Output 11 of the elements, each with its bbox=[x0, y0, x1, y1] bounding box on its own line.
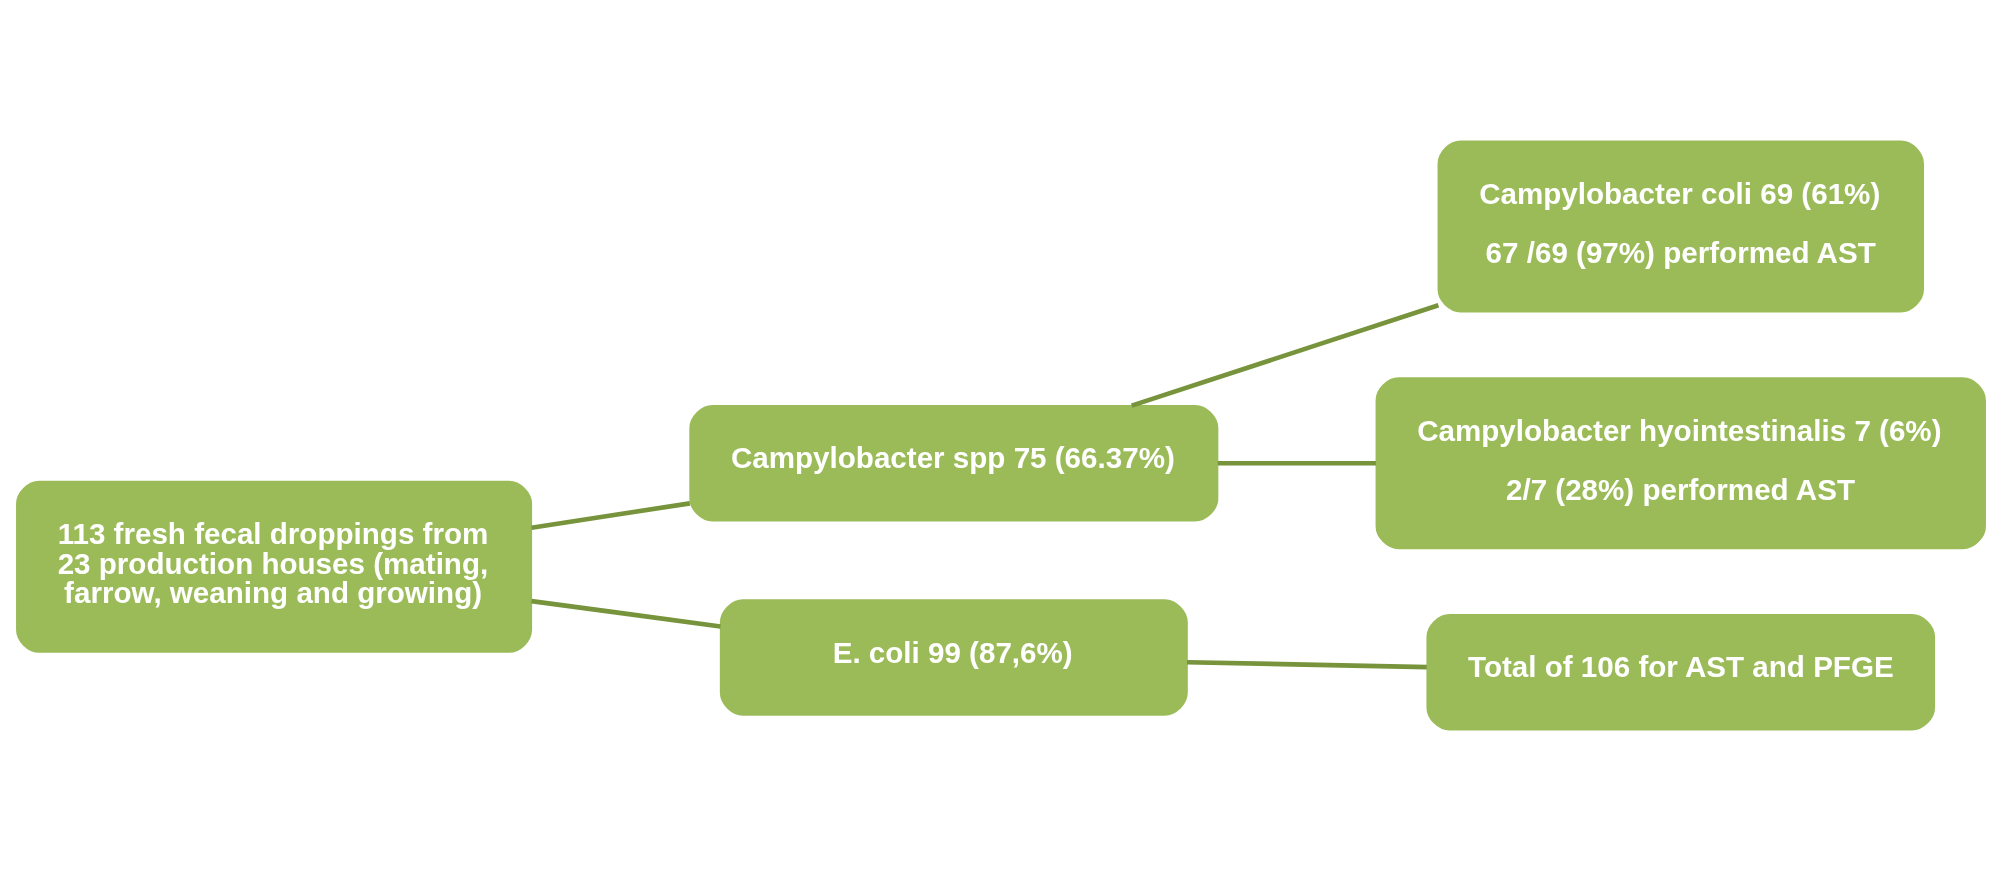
node-box: Total of 106 for AST and PFGE bbox=[1426, 613, 1936, 731]
node-box: 113 fresh fecal droppings from 23 production houses (mating, farrow, weaning and growing) bbox=[16, 480, 533, 653]
connector bbox=[531, 500, 691, 530]
node-box: Campylobacter coli 69 (61%) 67 /69 (97%) performed AST bbox=[1437, 139, 1924, 312]
connector bbox=[1217, 460, 1376, 466]
node-box: E. coli 99 (87,6%) bbox=[719, 598, 1188, 716]
connector bbox=[1186, 659, 1427, 669]
node-box: Campylobacter spp 75 (66.37%) bbox=[689, 404, 1219, 521]
connector bbox=[531, 598, 721, 629]
connector bbox=[1130, 302, 1440, 408]
node-box: Campylobacter hyointestinalis 7 (6%) 2/7 (28%) performed AST bbox=[1375, 376, 1986, 549]
